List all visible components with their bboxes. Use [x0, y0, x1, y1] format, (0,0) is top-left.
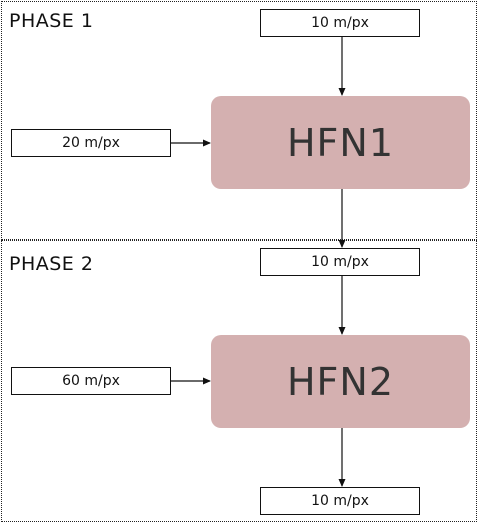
phase-2-label: PHASE 2 — [9, 253, 94, 275]
phase-1-container — [1, 1, 477, 240]
phase-2-output-resolution-box: 10 m/px — [260, 487, 420, 515]
phase-1-side-resolution-box: 20 m/px — [11, 129, 171, 157]
phase-1-label: PHASE 1 — [9, 10, 94, 32]
phase-2-container — [1, 240, 477, 522]
hfn1-network-box: HFN1 — [211, 96, 470, 189]
phase-1-top-resolution-box: 10 m/px — [260, 9, 420, 37]
phase-2-side-resolution-box: 60 m/px — [11, 367, 171, 395]
hfn2-network-box: HFN2 — [211, 335, 470, 428]
phase-2-top-resolution-box: 10 m/px — [260, 248, 420, 276]
